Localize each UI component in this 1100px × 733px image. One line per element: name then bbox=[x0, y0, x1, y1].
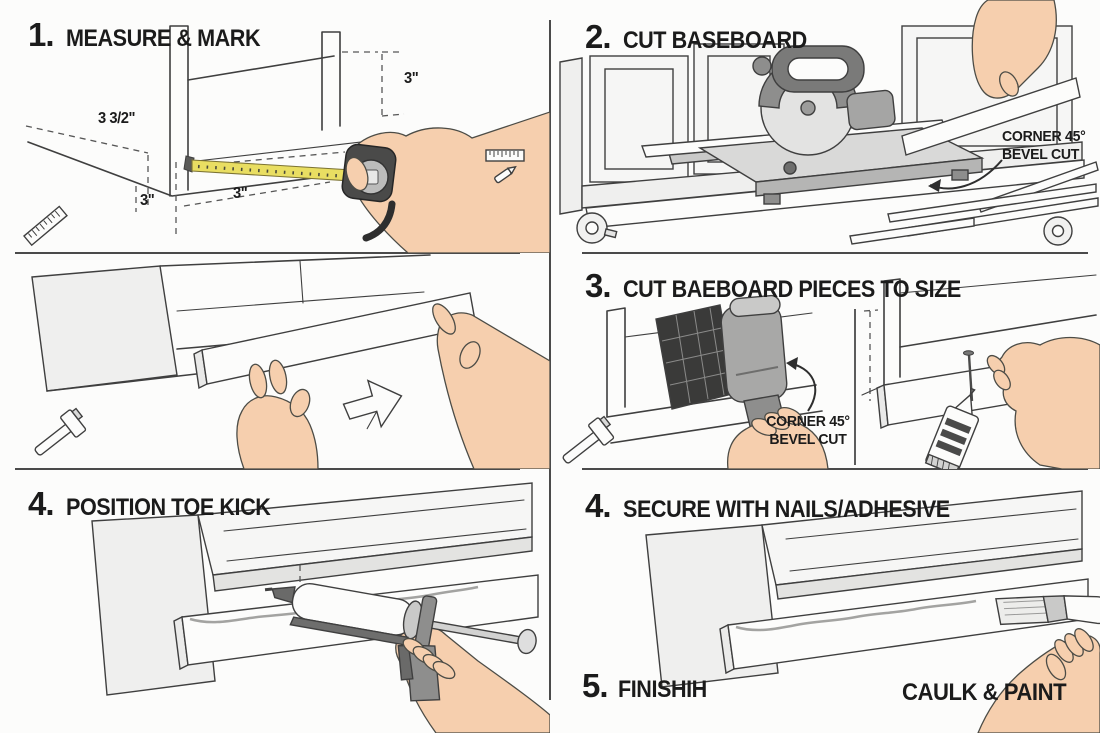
dim-label-width: 3 3/2" bbox=[98, 110, 135, 127]
step4-left-title: 4. POSITION TOE KICK bbox=[28, 485, 293, 523]
caulk-paint-caption: CAULK & PAINT bbox=[902, 679, 1067, 706]
dim-label-bottom-left: 3" bbox=[140, 192, 155, 209]
panel-step3-cut-pieces: 3. CUT BAEBOARD PIECES TO SIZE CORNER 45… bbox=[550, 253, 1100, 469]
divider-horizontal-left-2 bbox=[15, 468, 520, 470]
dim-label-bottom-mid: 3" bbox=[233, 185, 248, 202]
step2-callout: CORNER 45° BEVEL CUT bbox=[1002, 128, 1086, 164]
left-hand bbox=[236, 359, 319, 469]
callout-arrow bbox=[786, 357, 817, 412]
cut-pieces-illustration bbox=[562, 274, 1100, 469]
divider-horizontal-left-1 bbox=[15, 252, 520, 254]
step4-right-number: 4. bbox=[585, 487, 612, 524]
step3-title: 3. CUT BAEBOARD PIECES TO SIZE bbox=[585, 267, 998, 305]
measure-mark-illustration bbox=[23, 25, 550, 253]
step3-callout: CORNER 45° BEVEL CUT bbox=[766, 413, 850, 449]
panel-step2-cut-baseboard: 2. CUT BASEBOARD CORNER 45° BEVEL CUT bbox=[550, 0, 1100, 253]
step4-right-title: 4. SECURE WITH NAILS/ADHESIVE bbox=[585, 487, 986, 525]
panel-step4-secure-finish: 4. SECURE WITH NAILS/ADHESIVE 5. FINISHI… bbox=[550, 469, 1100, 733]
panel-step4-position-toe-kick: 4. POSITION TOE KICK bbox=[0, 469, 550, 733]
divider-vertical bbox=[549, 20, 551, 700]
position-baseboard-illustration bbox=[31, 254, 550, 469]
right-hand bbox=[432, 303, 550, 469]
gripping-fingers bbox=[402, 637, 456, 680]
hand-holding-paintbrush bbox=[977, 628, 1100, 733]
step1-number: 1. bbox=[28, 16, 55, 53]
arrow-cutout-icon bbox=[342, 379, 403, 430]
step2-label: CUT BASEBOARD bbox=[622, 27, 807, 54]
tape-roll-icon bbox=[1043, 216, 1073, 246]
secure-finish-illustration bbox=[645, 490, 1100, 733]
divider-horizontal-right-2 bbox=[582, 468, 1088, 470]
step2-number: 2. bbox=[585, 18, 612, 55]
step4-left-number: 4. bbox=[28, 485, 55, 522]
panel-step1-measure-mark: 1. MEASURE & MARK 3 3/2" 3" 3" 3" bbox=[0, 0, 550, 253]
pencil-icon bbox=[494, 165, 517, 184]
hand-holding-nail bbox=[986, 336, 1100, 469]
caulk-gun-icon bbox=[264, 582, 537, 702]
step4-left-label: POSITION TOE KICK bbox=[65, 494, 271, 521]
hand-holding-tape-measure bbox=[341, 111, 550, 253]
hand-holding-board bbox=[901, 0, 1081, 156]
step2-title: 2. CUT BASEBOARD bbox=[585, 18, 827, 56]
cut-baseboard-illustration bbox=[559, 0, 1099, 246]
panel-position-baseboard bbox=[0, 253, 550, 469]
baseboard-planks bbox=[849, 161, 1099, 245]
cabinet-drawing bbox=[31, 254, 433, 392]
position-toe-kick-illustration bbox=[91, 482, 550, 733]
miter-saw-icon bbox=[641, 45, 985, 205]
hammer-icon bbox=[562, 415, 615, 464]
callout-arrow bbox=[928, 159, 1003, 192]
step5-title: 5. FINISHIH bbox=[582, 667, 716, 705]
paintbrush-icon bbox=[995, 595, 1100, 626]
step1-label: MEASURE & MARK bbox=[65, 25, 261, 52]
tape-roll-icon bbox=[576, 212, 618, 244]
step3-number: 3. bbox=[585, 267, 612, 304]
ruler-icon bbox=[23, 205, 68, 247]
ruler-icon bbox=[485, 149, 525, 162]
hammer-icon bbox=[34, 407, 87, 456]
step1-title: 1. MEASURE & MARK bbox=[28, 16, 281, 54]
dim-label-height: 3" bbox=[404, 70, 419, 87]
glue-tube-icon bbox=[924, 387, 980, 469]
step5-label: FINISHIH bbox=[617, 676, 707, 703]
hand-holding-nail-gun bbox=[726, 406, 829, 469]
step5-number: 5. bbox=[582, 667, 609, 704]
divider-horizontal-right-1 bbox=[582, 252, 1088, 254]
step3-label: CUT BAEBOARD PIECES TO SIZE bbox=[622, 276, 961, 303]
step4-right-label: SECURE WITH NAILS/ADHESIVE bbox=[622, 496, 950, 523]
